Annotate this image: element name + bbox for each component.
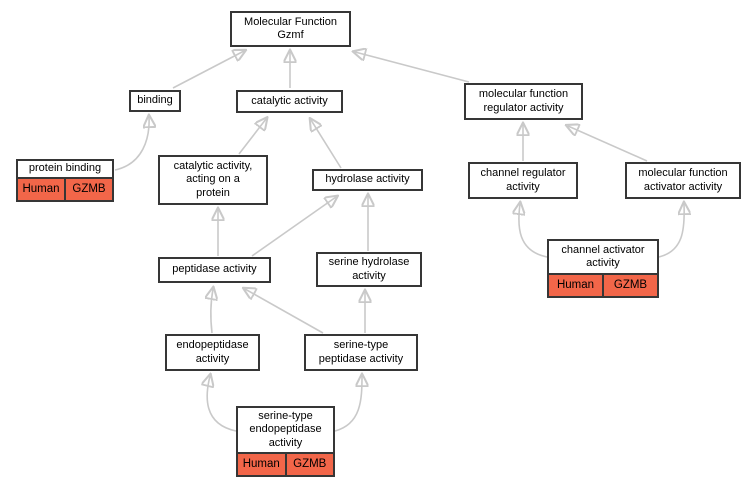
node-channel-activator-activity[interactable]: channel activator activity Human GZMB xyxy=(547,239,659,298)
node-catalytic-activity[interactable]: catalytic activity xyxy=(236,90,343,113)
node-catalytic-activity-acting-on-a-protein[interactable]: catalytic activity, acting on a protein xyxy=(158,155,268,205)
node-label: serine-type peptidase activity xyxy=(318,339,404,365)
node-peptidase-activity[interactable]: peptidase activity xyxy=(158,257,271,283)
edge-binding-to-molecular-function xyxy=(172,51,244,89)
tag-human[interactable]: Human xyxy=(18,178,64,200)
annotation-row: Human GZMB xyxy=(238,451,333,475)
edge-endopeptidase-to-peptidase xyxy=(211,289,213,334)
node-binding[interactable]: binding xyxy=(129,90,181,112)
node-label: channel regulator activity xyxy=(480,167,566,193)
node-serine-hydrolase-activity[interactable]: serine hydrolase activity xyxy=(316,252,422,287)
node-serine-type-endopeptidase-activity[interactable]: serine-type endopeptidase activity Human… xyxy=(236,406,335,477)
tag-gzmb[interactable]: GZMB xyxy=(602,274,657,296)
node-label: Molecular Function Gzmf xyxy=(244,15,337,41)
tag-gzmb[interactable]: GZMB xyxy=(284,453,333,475)
node-molecular-function-regulator-activity[interactable]: molecular function regulator activity xyxy=(464,83,583,120)
edge-catalytic-acting-on-protein-to-catalytic-activity xyxy=(238,119,266,155)
edge-channel-activator-to-molecular-function-activator xyxy=(658,204,684,258)
node-label: molecular function activator activity xyxy=(638,167,728,193)
node-label: channel activator activity xyxy=(561,243,645,269)
annotation-row: Human GZMB xyxy=(18,176,112,200)
node-label: serine hydrolase activity xyxy=(328,256,410,282)
node-label: serine-type endopeptidase activity xyxy=(249,409,322,449)
node-label: endopeptidase activity xyxy=(176,339,249,365)
node-molecular-function-activator-activity[interactable]: molecular function activator activity xyxy=(625,162,741,199)
node-label: protein binding xyxy=(28,162,102,175)
node-label: molecular function regulator activity xyxy=(478,88,569,114)
tag-human[interactable]: Human xyxy=(238,453,285,475)
node-label: hydrolase activity xyxy=(325,173,410,186)
node-label: catalytic activity xyxy=(251,94,328,107)
edge-channel-activator-to-channel-regulator xyxy=(519,204,548,258)
node-protein-binding[interactable]: protein binding Human GZMB xyxy=(16,159,114,202)
edge-peptidase-to-hydrolase xyxy=(251,197,336,257)
annotation-row: Human GZMB xyxy=(549,272,657,296)
node-molecular-function-gzmf[interactable]: Molecular Function Gzmf xyxy=(230,11,351,47)
tag-human[interactable]: Human xyxy=(549,274,602,296)
edge-molecular-function-activator-to-regulator xyxy=(568,126,648,162)
edge-serine-type-endopeptidase-to-serine-type-peptidase xyxy=(334,376,362,432)
edge-serine-type-peptidase-to-peptidase xyxy=(245,289,324,334)
node-label: catalytic activity, acting on a protein xyxy=(173,159,253,199)
edge-hydrolase-to-catalytic-activity xyxy=(311,120,342,169)
tag-gzmb[interactable]: GZMB xyxy=(64,178,112,200)
node-label: binding xyxy=(137,94,173,107)
node-channel-regulator-activity[interactable]: channel regulator activity xyxy=(468,162,578,199)
node-label: peptidase activity xyxy=(172,263,257,276)
node-endopeptidase-activity[interactable]: endopeptidase activity xyxy=(165,334,260,371)
edge-molecular-function-regulator-to-molecular-function xyxy=(355,52,470,83)
node-serine-type-peptidase-activity[interactable]: serine-type peptidase activity xyxy=(304,334,418,371)
edge-protein-binding-to-binding xyxy=(114,117,149,171)
edge-serine-type-endopeptidase-to-endopeptidase xyxy=(207,376,237,432)
node-hydrolase-activity[interactable]: hydrolase activity xyxy=(312,169,423,191)
